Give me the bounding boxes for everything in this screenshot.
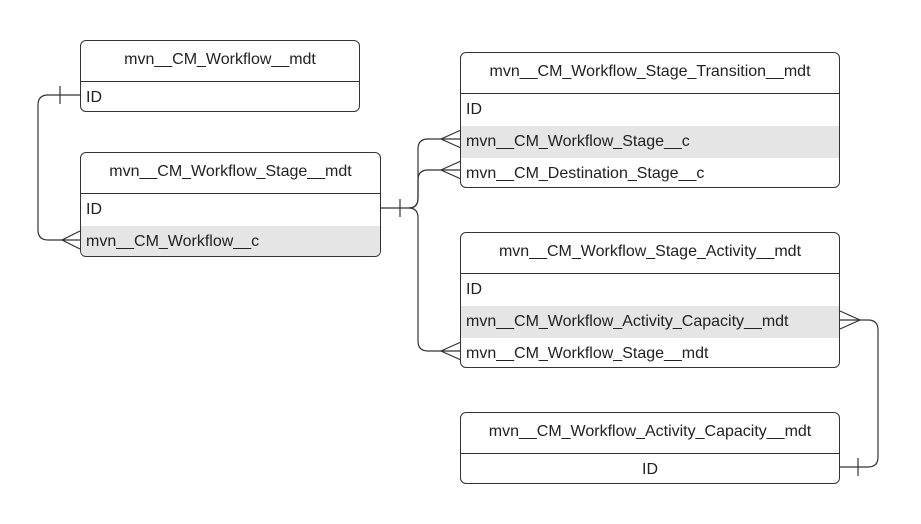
field-id: ID (86, 201, 102, 218)
link-stage-to-transition-and-activity (381, 129, 462, 361)
field-activity-capacity-ref: mvn__CM_Workflow_Activity_Capacity__mdt (461, 306, 839, 338)
field-id: ID (642, 461, 658, 478)
entity-title: mvn__CM_Workflow_Stage__mdt (81, 153, 380, 194)
field-id: ID (466, 281, 482, 298)
entity-workflow[interactable]: mvn__CM_Workflow__mdt ID (80, 40, 360, 112)
link-capacity-to-activity (839, 310, 879, 476)
field-workflow-ref: mvn__CM_Workflow__c (81, 226, 380, 256)
link-workflow-to-stage (37, 86, 81, 250)
field-destination-stage-ref: mvn__CM_Destination_Stage__c (466, 165, 705, 182)
entity-title: mvn__CM_Workflow_Stage_Activity__mdt (461, 233, 839, 274)
field-workflow-stage-ref: mvn__CM_Workflow_Stage__mdt (466, 345, 709, 362)
field-id: ID (466, 101, 482, 118)
entity-title: mvn__CM_Workflow_Activity_Capacity__mdt (461, 413, 839, 454)
entity-workflow-stage-activity[interactable]: mvn__CM_Workflow_Stage_Activity__mdt ID … (460, 232, 840, 368)
entity-workflow-stage[interactable]: mvn__CM_Workflow_Stage__mdt ID mvn__CM_W… (80, 152, 381, 257)
field-id: ID (86, 89, 102, 106)
entity-workflow-activity-capacity[interactable]: mvn__CM_Workflow_Activity_Capacity__mdt … (460, 412, 840, 484)
entity-title: mvn__CM_Workflow_Stage_Transition__mdt (461, 53, 839, 94)
entity-workflow-stage-transition[interactable]: mvn__CM_Workflow_Stage_Transition__mdt I… (460, 52, 840, 188)
field-workflow-stage-ref: mvn__CM_Workflow_Stage__c (461, 126, 839, 158)
entity-title: mvn__CM_Workflow__mdt (81, 41, 359, 82)
